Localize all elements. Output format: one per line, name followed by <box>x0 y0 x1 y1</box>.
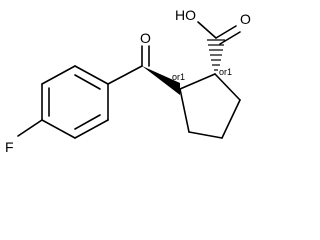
aryl-carbonyl-bond <box>107 65 143 85</box>
cyclopentane-ring <box>179 73 241 139</box>
ring-bond <box>188 131 223 139</box>
stereo-wedge-bond <box>142 66 180 95</box>
ring-bond <box>74 119 109 139</box>
stereo-label-ketone-center: or1 <box>172 72 185 82</box>
hydroxyl-label: HO <box>175 7 196 23</box>
aromatic-inner-bond <box>74 114 101 130</box>
ring-bond <box>74 65 109 85</box>
aromatic-inner-bond <box>74 74 101 90</box>
benzene-ring <box>41 65 109 139</box>
c-oh-bond <box>197 21 217 39</box>
ring-bond <box>221 99 241 139</box>
carboxyl-double-bond <box>219 31 241 45</box>
carboxyl-oxygen-label: O <box>240 11 251 27</box>
fluorine-atom-label: F <box>5 139 14 155</box>
ring-bond <box>214 73 241 101</box>
ring-bond <box>179 88 190 133</box>
carboxyl-double-bond <box>215 25 237 39</box>
chemical-structure: F O or1 or1 HO O <box>5 7 251 155</box>
stereo-hashed-bond <box>207 39 225 71</box>
stereo-label-acid-center: or1 <box>219 67 232 77</box>
ring-bond <box>41 65 76 85</box>
ketone-oxygen-label: O <box>140 30 151 46</box>
c-f-bond <box>17 119 43 137</box>
ring-bond <box>41 119 76 139</box>
ring-bond <box>179 73 216 90</box>
